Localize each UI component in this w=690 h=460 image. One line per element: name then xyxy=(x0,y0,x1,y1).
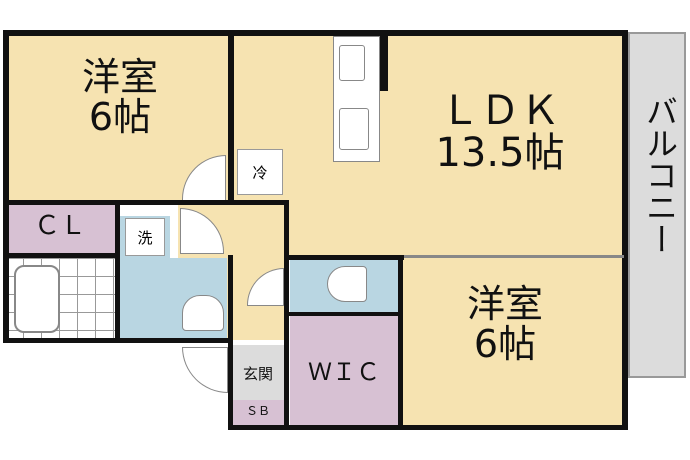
fridge-space: 冷 xyxy=(237,149,283,195)
closet-label: ＣＬ xyxy=(33,211,86,241)
bedroom2-label: 洋室 6帖 xyxy=(430,282,580,366)
entrance-label: 玄関 xyxy=(242,365,273,383)
toilet-icon xyxy=(327,266,367,302)
washbasin-icon xyxy=(182,295,224,331)
ldk-name: ＬＤＫ xyxy=(440,88,560,134)
bedroom2-size: 6帖 xyxy=(473,321,537,366)
ldk-size: 13.5帖 xyxy=(435,130,565,176)
ldk-room xyxy=(234,32,625,256)
ldk-label: ＬＤＫ 13.5帖 xyxy=(400,90,600,174)
bedroom1-size: 6帖 xyxy=(88,94,152,139)
balcony xyxy=(628,32,686,378)
bedroom2-name: 洋室 xyxy=(466,282,543,326)
washer-space: 洗 xyxy=(125,218,165,256)
front-door[interactable] xyxy=(182,347,228,393)
entrance xyxy=(232,345,284,400)
shoe-box-label: ＳＢ xyxy=(245,404,270,418)
wic-label: ＷＩＣ xyxy=(308,358,380,386)
sink-icon xyxy=(339,108,369,150)
fridge-label: 冷 xyxy=(252,163,268,182)
closet xyxy=(5,205,115,253)
bathtub xyxy=(14,265,60,333)
stove-icon xyxy=(339,45,365,81)
balcony-label: バルコニー xyxy=(641,95,679,255)
bedroom1-name: 洋室 xyxy=(81,55,158,99)
washer-label: 洗 xyxy=(137,228,153,247)
walk-in-closet xyxy=(290,316,398,426)
shoe-box xyxy=(232,400,284,425)
bedroom1-label: 洋室 6帖 xyxy=(40,55,200,139)
bedroom-2 xyxy=(402,258,625,428)
